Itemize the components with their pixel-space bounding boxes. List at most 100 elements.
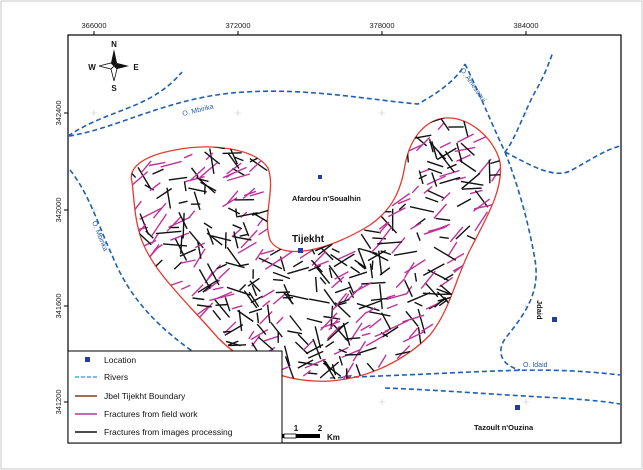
image-fracture (197, 241, 202, 259)
field-fracture (149, 182, 161, 192)
image-fracture (234, 156, 244, 162)
image-fracture (227, 153, 240, 169)
field-fracture (402, 331, 425, 343)
field-fracture (355, 311, 368, 324)
image-fracture (314, 243, 332, 252)
image-fracture (328, 264, 343, 283)
image-fracture (226, 246, 241, 266)
field-fracture (378, 222, 388, 230)
field-fracture (349, 322, 363, 341)
location-marker (552, 317, 557, 322)
image-fracture (438, 299, 448, 307)
image-fracture (345, 368, 348, 382)
image-fracture (211, 235, 232, 242)
field-fracture (218, 267, 231, 280)
image-fracture (357, 262, 366, 270)
image-fracture (466, 234, 476, 240)
field-fracture (139, 207, 162, 220)
image-fracture (256, 323, 267, 336)
field-fracture (410, 222, 422, 230)
field-fracture (151, 233, 159, 244)
field-fracture (337, 250, 356, 260)
field-fracture (180, 259, 196, 264)
image-fracture (322, 362, 342, 377)
compass-s: S (111, 84, 117, 93)
field-fracture (231, 228, 242, 238)
image-fracture (308, 264, 322, 272)
image-fracture (155, 259, 163, 267)
legend-images: Fractures from images processing (104, 427, 233, 437)
image-fracture (258, 257, 283, 270)
image-fracture (431, 172, 438, 187)
field-fracture (360, 324, 371, 332)
image-fracture (314, 326, 322, 349)
field-fracture (396, 345, 411, 360)
legend-boundary: Jbel Tijekht Boundary (104, 391, 186, 401)
image-fracture (330, 253, 348, 267)
field-fracture (199, 161, 219, 178)
scale-tick-2: 2 (318, 424, 323, 433)
location-marker (298, 248, 303, 253)
field-fracture (264, 257, 282, 270)
image-fracture (200, 181, 217, 192)
image-fracture (427, 167, 443, 175)
image-fracture (168, 176, 188, 181)
image-fracture (228, 146, 239, 165)
river-mbirika-west (69, 169, 206, 361)
image-fracture (178, 211, 188, 230)
image-fracture (319, 276, 327, 285)
image-fracture (348, 271, 368, 279)
image-fracture (222, 330, 232, 333)
image-fracture (354, 259, 367, 269)
image-fracture (426, 160, 444, 168)
field-fracture (131, 171, 149, 186)
field-fracture (365, 307, 376, 314)
image-fracture (235, 208, 238, 217)
field-fracture (227, 190, 239, 204)
north-arrow-compass: N S W E (88, 40, 139, 93)
field-fracture (368, 318, 382, 329)
field-fracture (181, 284, 191, 291)
image-fracture (215, 303, 229, 306)
image-fracture (474, 190, 489, 208)
legend: Location Rivers Jbel Tijekht Boundary Fr… (67, 350, 283, 444)
field-fracture (391, 192, 411, 207)
image-fracture (380, 312, 392, 330)
field-fracture (304, 358, 326, 369)
image-fracture (434, 296, 446, 308)
field-fracture (423, 226, 446, 235)
field-fracture (319, 312, 338, 331)
field-fracture (416, 136, 431, 152)
field-fracture (166, 216, 182, 232)
field-fracture (259, 311, 273, 325)
field-fracture (170, 232, 190, 241)
scale-unit: Km (327, 433, 340, 442)
image-fracture (366, 362, 376, 373)
field-fracture (449, 226, 464, 243)
image-fracture (197, 279, 219, 293)
image-fracture (358, 247, 378, 255)
field-fracture (437, 122, 445, 131)
image-fracture (202, 284, 212, 293)
image-fracture (307, 372, 318, 375)
field-fracture (222, 166, 247, 179)
image-fracture (227, 207, 241, 215)
image-fracture (333, 253, 355, 268)
river-east-branch (500, 151, 537, 371)
field-fracture (387, 207, 406, 218)
x-tick-label: 372000 (225, 21, 250, 30)
image-fracture (395, 350, 411, 356)
image-fracture (233, 231, 239, 249)
image-fracture (416, 232, 421, 242)
field-fracture (331, 292, 348, 312)
image-fracture (379, 284, 383, 310)
image-fracture (283, 345, 291, 367)
field-fracture (207, 264, 222, 280)
field-fracture (391, 236, 406, 254)
field-fracture (343, 293, 350, 302)
field-fracture (353, 281, 373, 294)
compass-n: N (111, 40, 117, 49)
image-fracture (131, 170, 137, 178)
image-fracture (206, 263, 220, 286)
image-fracture (331, 248, 340, 254)
